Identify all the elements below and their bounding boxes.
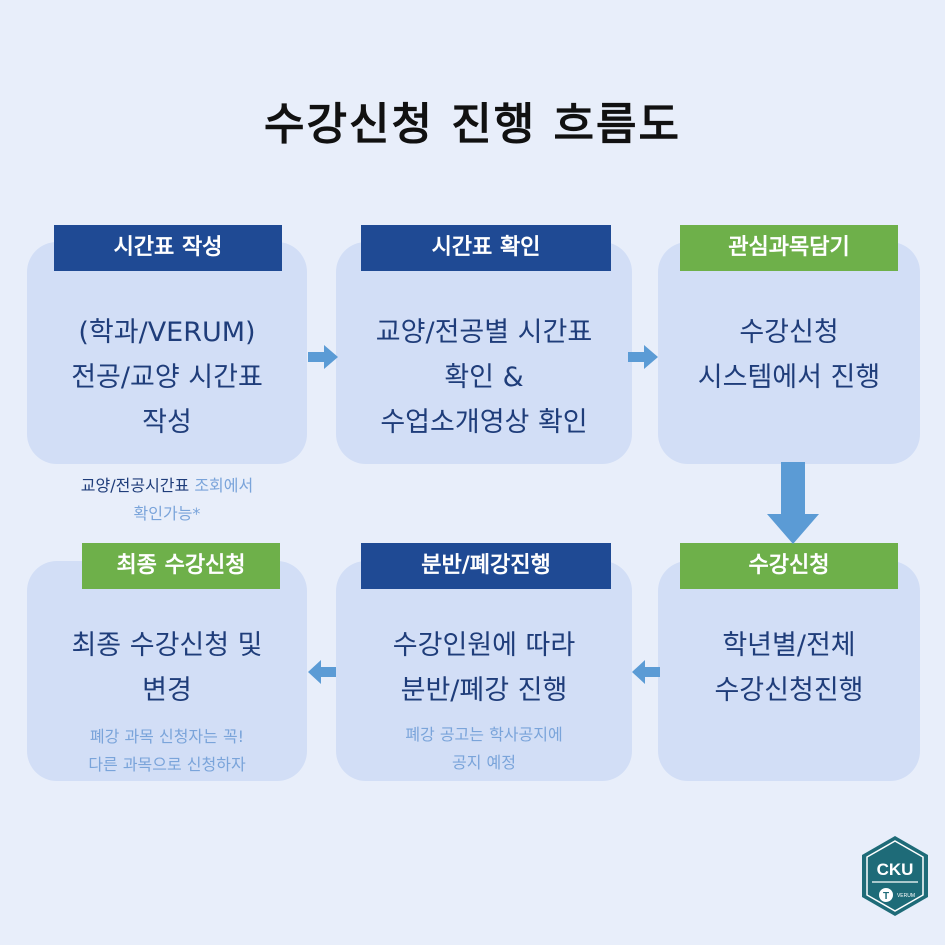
arrow-left-2-icon (308, 660, 336, 684)
step-6-note: 폐강 과목 신청자는 꼭! 다른 과목으로 신청하자 (27, 723, 307, 779)
step-4-line-1: 학년별/전체 (722, 630, 856, 661)
step-3-line-2: 시스템에서 진행 (697, 362, 881, 393)
step-1-note: 교양/전공시간표 조회에서 확인가능* (27, 472, 307, 528)
step-card-5: 수강인원에 따라 분반/폐강 진행 폐강 공고는 학사공지에 공지 예정 (336, 561, 632, 781)
step-card-1: (학과/VERUM) 전공/교양 시간표 작성 (27, 242, 307, 464)
cku-logo: CKU T VERUM (860, 835, 930, 917)
step-1-line-1: (학과/VERUM) (78, 317, 256, 348)
arrow-left-1-icon (632, 660, 660, 684)
step-2-line-1: 교양/전공별 시간표 (375, 317, 593, 348)
step-1-line-2: 전공/교양 시간표 (71, 362, 263, 393)
step-5-note: 폐강 공고는 학사공지에 공지 예정 (336, 721, 632, 777)
svg-text:T: T (883, 891, 889, 902)
step-1-note-line-2: 확인가능* (133, 504, 201, 523)
step-5-note-line-1: 폐강 공고는 학사공지에 (405, 725, 563, 744)
step-4-label: 수강신청 (680, 543, 898, 589)
step-5-label: 분반/폐강진행 (361, 543, 611, 589)
step-3-body: 수강신청 시스템에서 진행 (658, 310, 920, 400)
step-5-line-1: 수강인원에 따라 (392, 630, 576, 661)
step-1-line-3: 작성 (142, 407, 192, 438)
step-4-body: 학년별/전체 수강신청진행 (658, 623, 920, 713)
step-5-note-line-2: 공지 예정 (452, 753, 516, 772)
step-6-note-line-1: 폐강 과목 신청자는 꼭! (89, 727, 245, 746)
step-5-body: 수강인원에 따라 분반/폐강 진행 (336, 623, 632, 713)
step-2-body: 교양/전공별 시간표 확인 & 수업소개영상 확인 (336, 310, 632, 445)
step-1-note-dark: 교양/전공시간표 (80, 476, 190, 495)
step-2-label: 시간표 확인 (361, 225, 611, 271)
logo-text: CKU (877, 860, 914, 879)
step-card-6: 최종 수강신청 및 변경 폐강 과목 신청자는 꼭! 다른 과목으로 신청하자 (27, 561, 307, 781)
step-6-label: 최종 수강신청 (82, 543, 280, 589)
step-3-line-1: 수강신청 (739, 317, 839, 348)
logo-sub: VERUM (897, 893, 915, 899)
step-4-line-2: 수강신청진행 (714, 675, 864, 706)
diagram-title: 수강신청 진행 흐름도 (264, 99, 681, 150)
step-1-note-light: 조회에서 (189, 476, 254, 495)
step-1-label: 시간표 작성 (54, 225, 282, 271)
step-2-line-2: 확인 & (444, 362, 524, 393)
step-6-line-1: 최종 수강신청 및 (71, 630, 263, 661)
step-card-3: 수강신청 시스템에서 진행 (658, 242, 920, 464)
arrow-right-2-icon (628, 345, 658, 369)
step-1-body: (학과/VERUM) 전공/교양 시간표 작성 (27, 310, 307, 445)
cku-logo-icon: CKU T VERUM (862, 836, 928, 916)
step-card-4: 학년별/전체 수강신청진행 (658, 561, 920, 781)
step-5-line-2: 분반/폐강 진행 (400, 675, 568, 706)
step-6-line-2: 변경 (142, 675, 192, 706)
arrow-right-1-icon (308, 345, 338, 369)
step-card-2: 교양/전공별 시간표 확인 & 수업소개영상 확인 (336, 242, 632, 464)
arrow-down-icon (767, 462, 819, 544)
step-3-label: 관심과목담기 (680, 225, 898, 271)
step-2-line-3: 수업소개영상 확인 (380, 407, 588, 438)
step-6-note-line-2: 다른 과목으로 신청하자 (88, 755, 246, 774)
step-6-body: 최종 수강신청 및 변경 (27, 623, 307, 713)
